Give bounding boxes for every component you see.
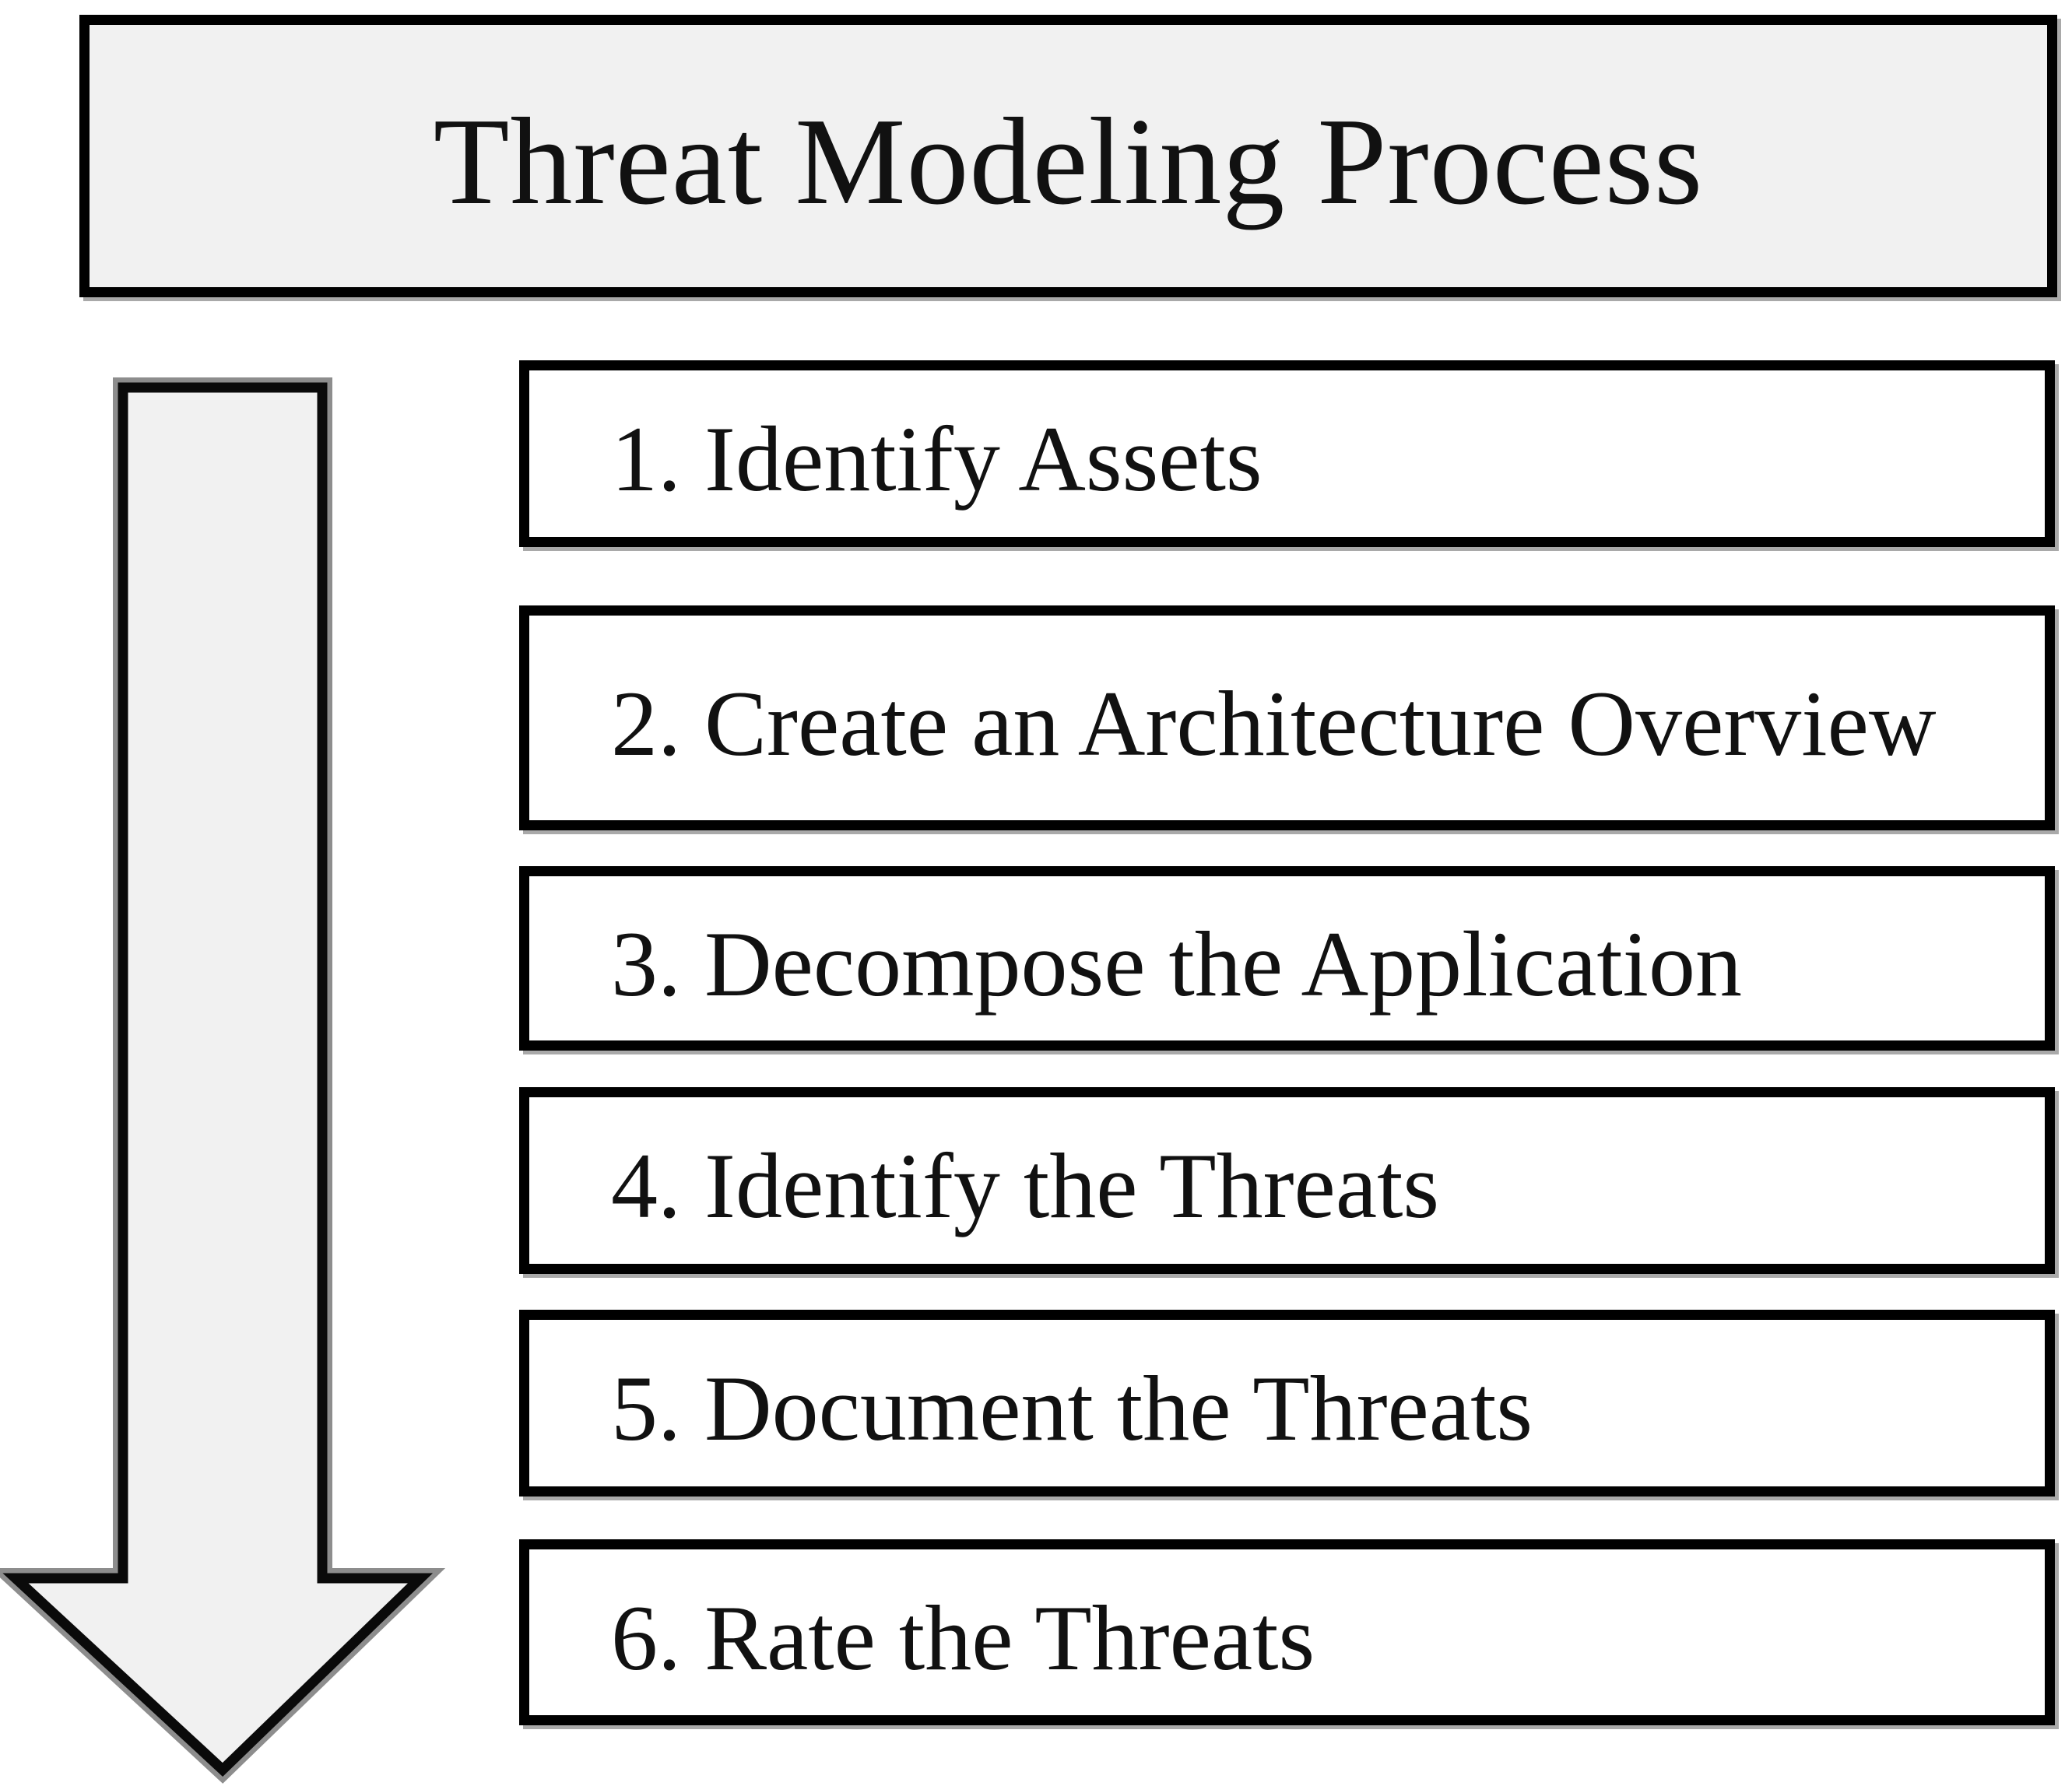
step-label: 4. Identify the Threats — [611, 1134, 1440, 1237]
process-step-box-4: 4. Identify the Threats — [519, 1087, 2055, 1274]
process-step-box-6: 6. Rate the Threats — [519, 1539, 2055, 1725]
diagram-title: Threat Modeling Process — [433, 91, 1704, 230]
title-box: Threat Modeling Process — [79, 15, 2057, 297]
down-arrow-body — [2, 382, 434, 1777]
step-label: 1. Identify Assets — [611, 407, 1263, 511]
step-label: 3. Decompose the Application — [611, 911, 1743, 1016]
process-step-box-3: 3. Decompose the Application — [519, 866, 2055, 1051]
process-step-box-2: 2. Create an Architecture Overview — [519, 605, 2055, 830]
step-label: 5. Document the Threats — [611, 1356, 1533, 1460]
process-step-box-1: 1. Identify Assets — [519, 360, 2055, 547]
step-label: 2. Create an Architecture Overview — [611, 671, 1937, 775]
step-label: 6. Rate the Threats — [611, 1585, 1315, 1690]
process-step-box-5: 5. Document the Threats — [519, 1310, 2055, 1497]
down-arrow-gray-edge — [0, 377, 446, 1784]
